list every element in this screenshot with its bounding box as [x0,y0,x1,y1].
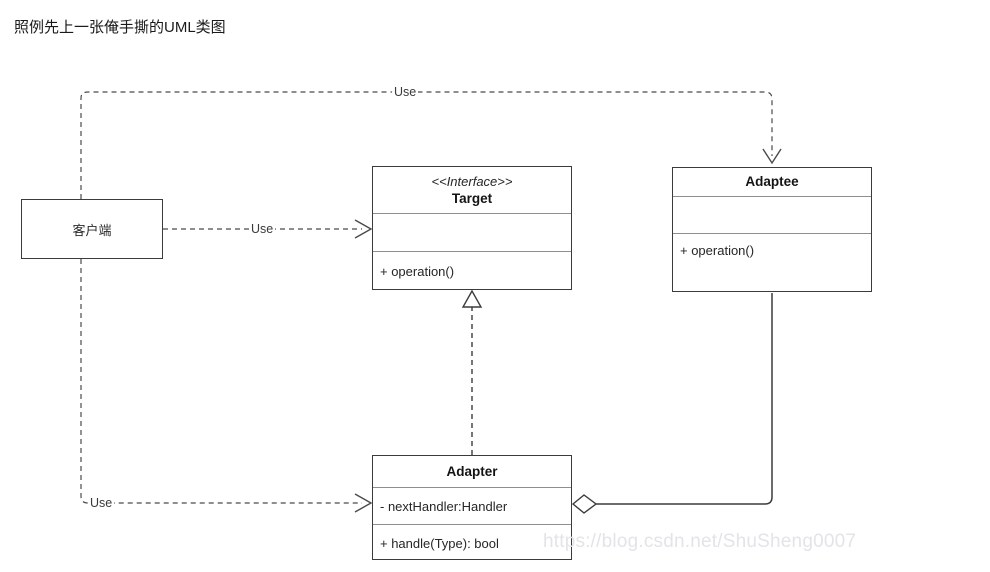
adaptee-operations-compartment: + operation() [673,233,871,291]
uml-node-client[interactable]: 客户端 [21,199,163,259]
uml-node-target[interactable]: <<Interface>> Target + operation() [372,166,572,290]
edge-client-uses-target-arrowhead [354,219,373,239]
edge-label-use-top: Use [392,85,419,99]
target-attributes-compartment [373,213,571,251]
target-stereotype: <<Interface>> [431,173,513,189]
edge-client-uses-adaptee [80,91,773,199]
edge-label-use-bottom: Use [88,496,115,510]
adapter-operations-compartment: + handle(Type): bool [373,524,571,561]
page-title: 照例先上一张俺手撕的UML类图 [14,19,226,36]
adaptee-name: Adaptee [745,174,799,189]
uml-node-adaptee[interactable]: Adaptee + operation() [672,167,872,292]
adaptee-header-compartment: Adaptee [673,168,871,196]
adapter-operation-0: + handle(Type): bool [380,535,499,551]
edge-adapter-aggregates-adaptee-diamond [571,494,598,514]
edge-adapter-realizes-target-triangle [461,289,483,308]
adapter-attributes-compartment: - nextHandler:Handler [373,487,571,524]
edge-label-use-middle: Use [249,222,276,236]
edge-client-uses-adaptee-arrowhead [762,148,782,165]
adapter-header-compartment: Adapter [373,456,571,487]
edge-client-uses-adapter [80,259,362,504]
target-name: Target [451,190,493,206]
client-name: 客户端 [72,222,112,238]
client-name-compartment: 客户端 [22,200,162,258]
watermark: https://blog.csdn.net/ShuSheng0007 [543,531,857,552]
edge-client-uses-adapter-arrowhead [354,493,373,513]
target-operations-compartment: + operation() [373,251,571,291]
edge-adapter-aggregates-adaptee [595,293,773,505]
adaptee-attributes-compartment [673,196,871,233]
target-operation-0: + operation() [380,264,455,279]
target-header-compartment: <<Interface>> Target [373,167,571,213]
adapter-attribute-0: - nextHandler:Handler [380,498,508,514]
uml-node-adapter[interactable]: Adapter - nextHandler:Handler + handle(T… [372,455,572,560]
adapter-name: Adapter [446,463,498,479]
adaptee-operation-0: + operation() [680,243,755,258]
